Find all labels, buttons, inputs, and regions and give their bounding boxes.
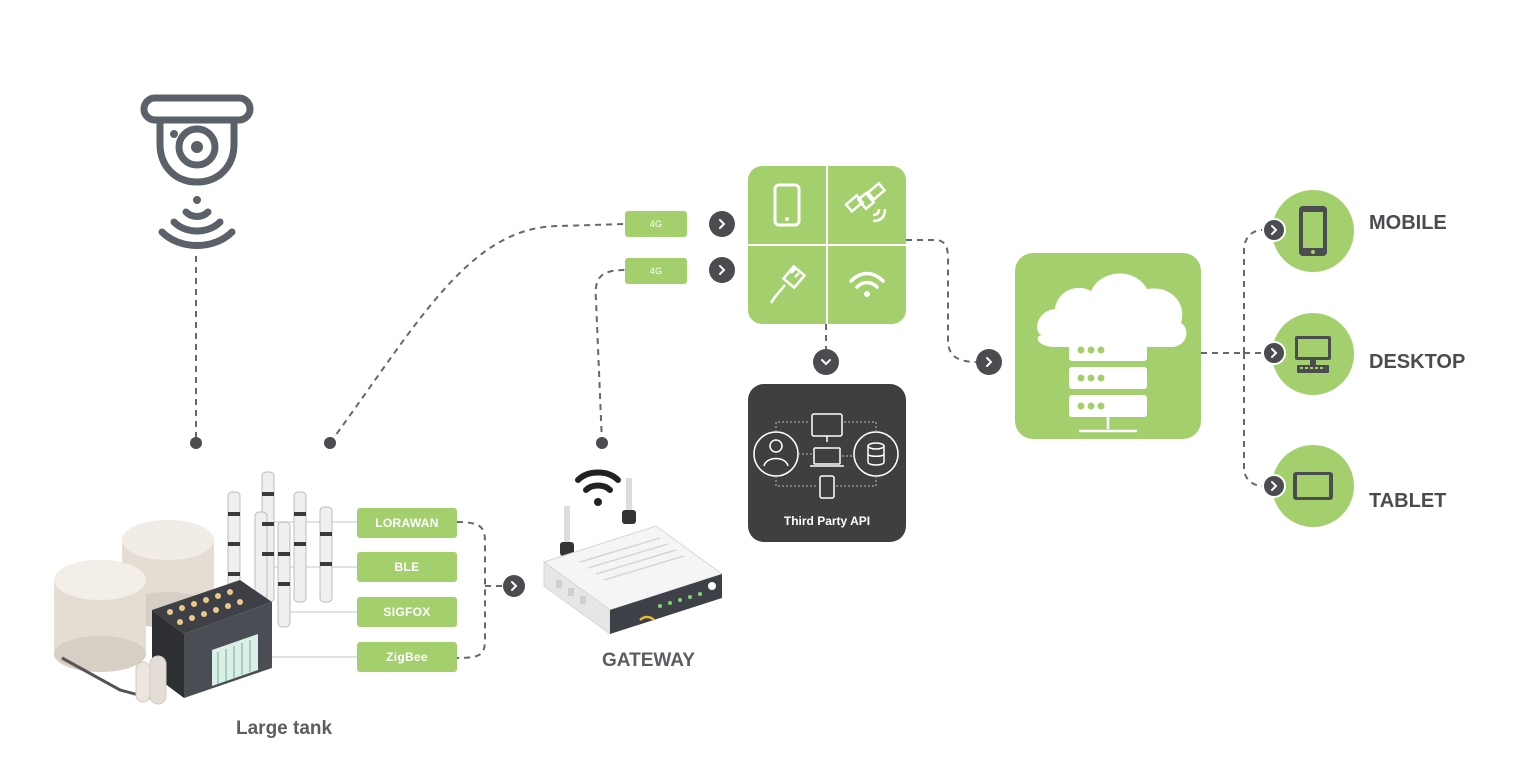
router-icon <box>542 469 724 635</box>
desktop-icon <box>1295 336 1331 373</box>
protocol-sigfox: SIGFOX <box>357 597 457 627</box>
chevron-right-icon <box>976 349 1002 375</box>
cloud-server-icon <box>1015 253 1201 439</box>
tank-facility-icon <box>54 471 333 705</box>
camera-icon <box>140 94 254 249</box>
wifi-icon <box>828 246 906 324</box>
third-party-api-label: Third Party API <box>783 514 871 528</box>
chevron-right-icon <box>709 211 735 237</box>
protocol-zigbee: ZigBee <box>357 642 457 672</box>
device-tablet-label: TABLET <box>1369 490 1447 512</box>
chevron-down-icon <box>813 349 839 375</box>
smartphone-icon <box>748 166 826 244</box>
tank-label: Large tank <box>236 718 333 739</box>
smartphone-icon <box>1299 206 1327 256</box>
satellite-icon <box>828 166 906 244</box>
device-mobile-label: MOBILE <box>1369 212 1447 234</box>
protocol-ble: BLE <box>357 552 457 582</box>
uplink-4g-pill-1: 4G <box>625 211 687 237</box>
uplink-4g-pill-2: 4G <box>625 258 687 284</box>
chevron-right-icon <box>503 575 525 597</box>
gateway-label: GATEWAY <box>602 650 695 671</box>
chevron-right-icon <box>1262 218 1286 242</box>
chevron-right-icon <box>1262 341 1286 365</box>
tablet-icon <box>1293 472 1333 500</box>
connectivity-panel <box>748 166 906 324</box>
device-desktop-label: DESKTOP <box>1369 351 1466 373</box>
ethernet-cable-icon <box>748 246 826 324</box>
chevron-right-icon <box>709 257 735 283</box>
protocol-lorawan: LORAWAN <box>357 508 457 538</box>
third-party-api-panel: Third Party API <box>748 384 906 542</box>
chevron-right-icon <box>1262 474 1286 498</box>
